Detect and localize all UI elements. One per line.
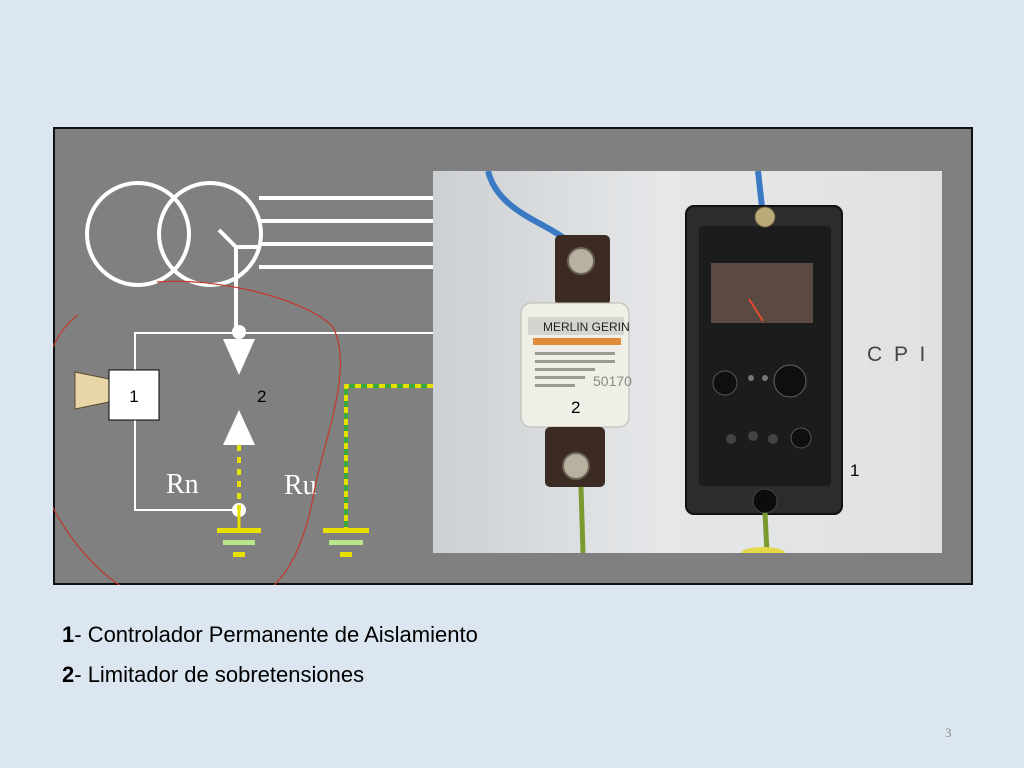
transformer-primary-coil xyxy=(85,181,191,287)
cpi-meter-window xyxy=(711,263,813,323)
cpi-box xyxy=(108,369,160,421)
cpi-top-screw xyxy=(754,206,776,228)
schematic-diagram: 1 2 Rn Ru xyxy=(53,181,435,585)
blue-wire-left xyxy=(485,171,570,244)
cpi-knob-left xyxy=(712,370,738,396)
limiter-label: 2 xyxy=(257,387,266,406)
page-number: 3 xyxy=(945,725,952,740)
fuse-model-text: 50170 xyxy=(593,373,632,389)
rn-label: Rn xyxy=(166,469,199,500)
legend-item-2-text: - Limitador de sobretensiones xyxy=(74,662,365,687)
fuse-brand-text: MERLIN GERIN xyxy=(543,320,630,334)
ru-earth-wire xyxy=(344,384,433,528)
star-connection-symbol xyxy=(217,228,258,284)
cpi-bottom-knob xyxy=(752,488,778,514)
photo-limiter-label: 2 xyxy=(571,398,580,417)
device-photo-drawing: MERLIN GERIN 50170 2 xyxy=(485,171,928,553)
limiter-arrow-down xyxy=(223,339,255,375)
legend-item-1: 1- Controlador Permanente de Aislamiento xyxy=(62,622,478,648)
legend-item-1-text: - Controlador Permanente de Aislamiento xyxy=(74,622,478,647)
transformer-secondary-coil xyxy=(157,181,263,287)
limiter-arrow-up xyxy=(223,410,255,445)
photo-cpi-text: C P I xyxy=(867,343,928,366)
red-annotation-outline xyxy=(53,280,342,585)
cpi-knob-right xyxy=(773,364,807,398)
cpi-indicator-icon xyxy=(74,371,110,410)
legend-item-2-number: 2 xyxy=(62,662,75,687)
cpi-connection-wire xyxy=(134,332,435,511)
ru-earth-symbol xyxy=(323,528,369,557)
cpi-earth-wire xyxy=(762,512,770,553)
phase-lines xyxy=(259,196,435,269)
ru-label: Ru xyxy=(284,470,317,501)
device-photo: MERLIN GERIN 50170 2 xyxy=(433,171,942,553)
cpi-knob-bottom xyxy=(790,427,812,449)
photo-cpi-number: 1 xyxy=(850,461,859,480)
legend-item-2: 2- Limitador de sobretensiones xyxy=(62,662,364,688)
cpi-box-label: 1 xyxy=(129,387,138,406)
fuse-earth-wire xyxy=(578,486,586,553)
legend-item-1-number: 1 xyxy=(62,622,75,647)
rn-earth-symbol xyxy=(217,510,261,557)
